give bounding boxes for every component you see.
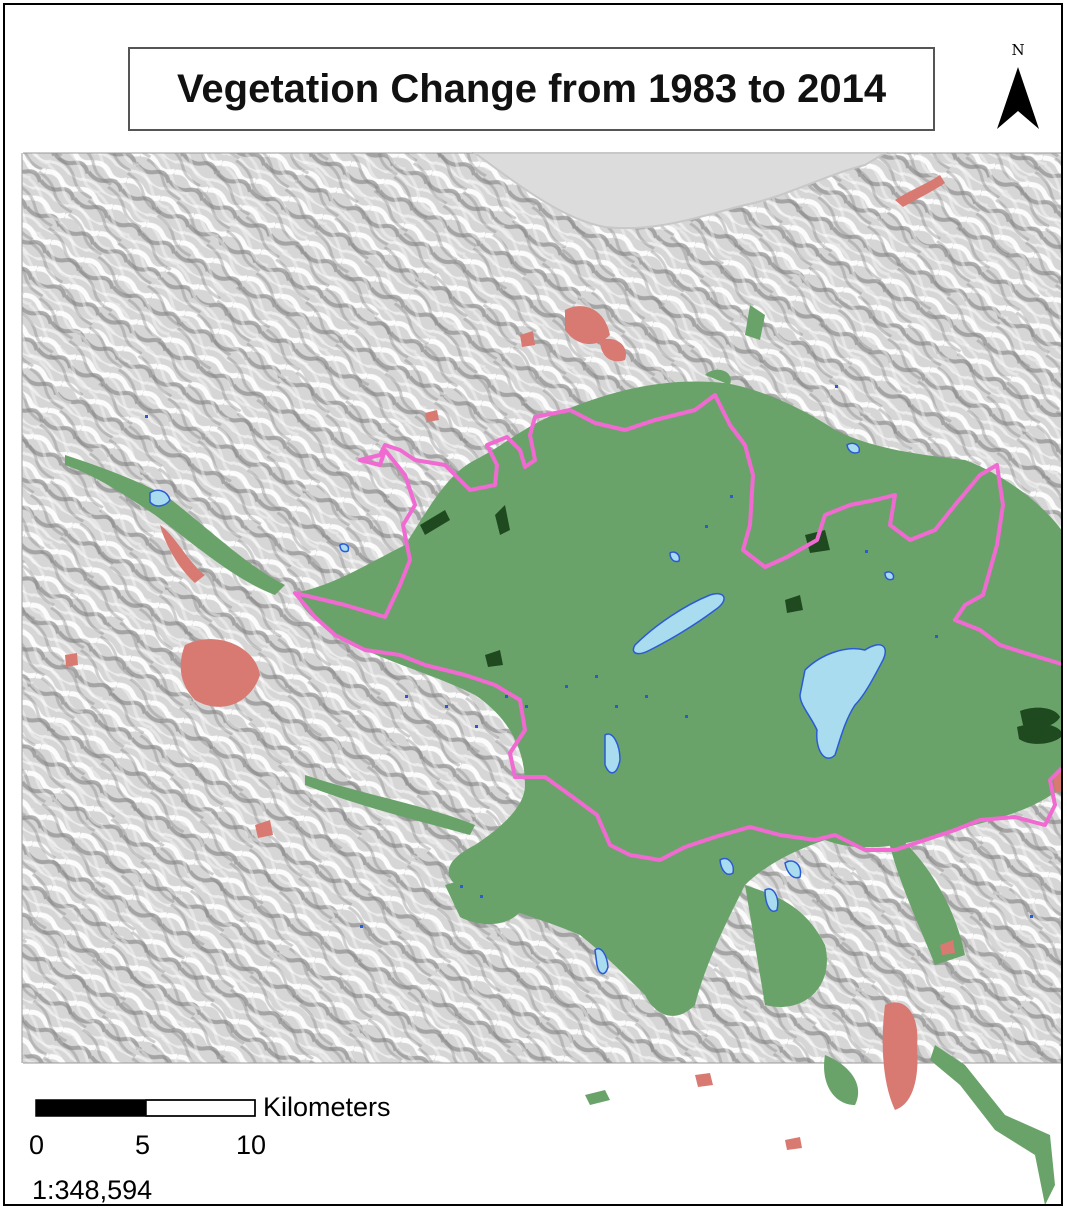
map-frame: Vegetation Change from 1983 to 2014 N Ki… [3, 3, 1063, 1206]
scale-bar [35, 1099, 256, 1117]
north-arrow-icon [997, 67, 1039, 129]
water-specks [145, 385, 1033, 928]
north-label: N [1011, 41, 1025, 59]
water-bodies [149, 442, 895, 975]
map-title: Vegetation Change from 1983 to 2014 [176, 66, 887, 111]
blast-zone-boundary [293, 393, 1061, 862]
scale-units-label: Kilometers [263, 1092, 391, 1122]
vegetation-gain [65, 305, 1061, 1204]
map-title-box: Vegetation Change from 1983 to 2014 [128, 47, 935, 131]
vegetation-loss [65, 175, 1061, 1150]
north-arrow: N [995, 41, 1041, 133]
scale-tick-0: 0 [29, 1130, 45, 1160]
river-top [471, 152, 889, 230]
map-canvas [21, 152, 1061, 1204]
scale-tick-10: 10 [236, 1130, 267, 1160]
scale-tick-5: 5 [135, 1130, 151, 1160]
scale-ratio: 1:348,594 [32, 1175, 153, 1205]
